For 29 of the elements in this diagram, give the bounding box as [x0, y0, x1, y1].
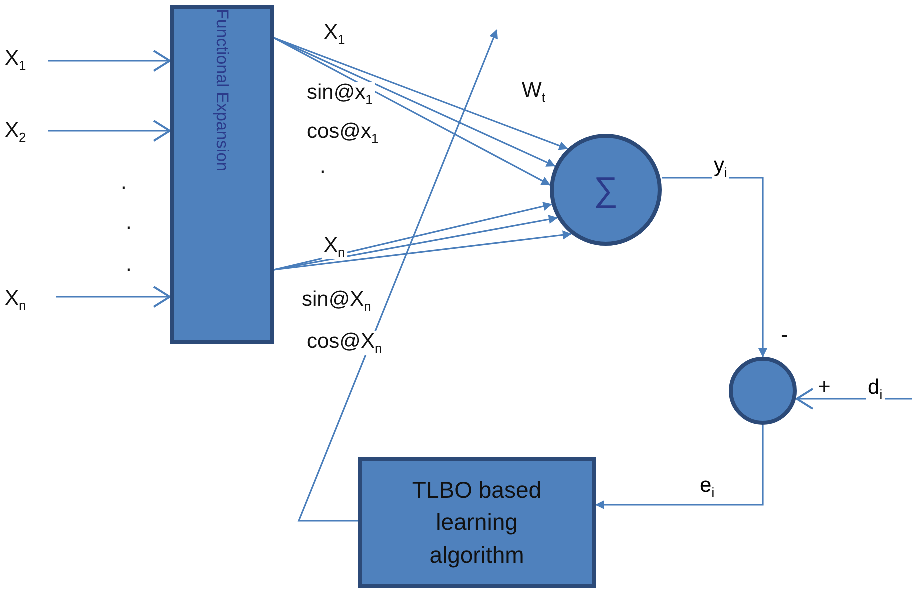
signal-label: cos@X$_{n}$ — [305, 331, 384, 355]
input-label: X$_{2}$ — [5, 120, 26, 144]
arrow — [796, 388, 912, 410]
arrow — [48, 50, 171, 72]
arrow — [274, 215, 558, 271]
signal-label: sin@X$_{n}$ — [300, 289, 374, 313]
signal-label: cos@x$_{1}$ — [305, 121, 381, 145]
arrow — [274, 37, 568, 150]
signal-label: X$_{n}$ — [322, 235, 348, 259]
block-title: Functional Expansion — [212, 9, 232, 172]
signal-label: sin@x$_{1}$ — [305, 82, 375, 106]
weight-label: W$_{t}$ — [520, 80, 548, 104]
arrow — [56, 286, 171, 308]
algorithm-block — [358, 457, 596, 588]
signal-label: X$_{1}$ — [322, 22, 348, 46]
arrow — [596, 425, 764, 510]
expansion-block — [170, 5, 274, 344]
edge-label: d$_{i}$ — [866, 377, 885, 401]
arrow — [298, 30, 498, 522]
summation-node — [550, 134, 662, 246]
comparator-circle — [729, 357, 797, 425]
arrow — [662, 177, 768, 358]
arrow — [48, 120, 171, 142]
arrow — [274, 202, 552, 271]
arrow — [274, 230, 572, 271]
sigma-symbol: ∑ — [594, 173, 618, 207]
block-title: TLBO based learning algorithm — [411, 476, 543, 570]
input-label: X$_{1}$ — [5, 48, 26, 72]
input-label: X$_{n}$ — [5, 288, 26, 312]
